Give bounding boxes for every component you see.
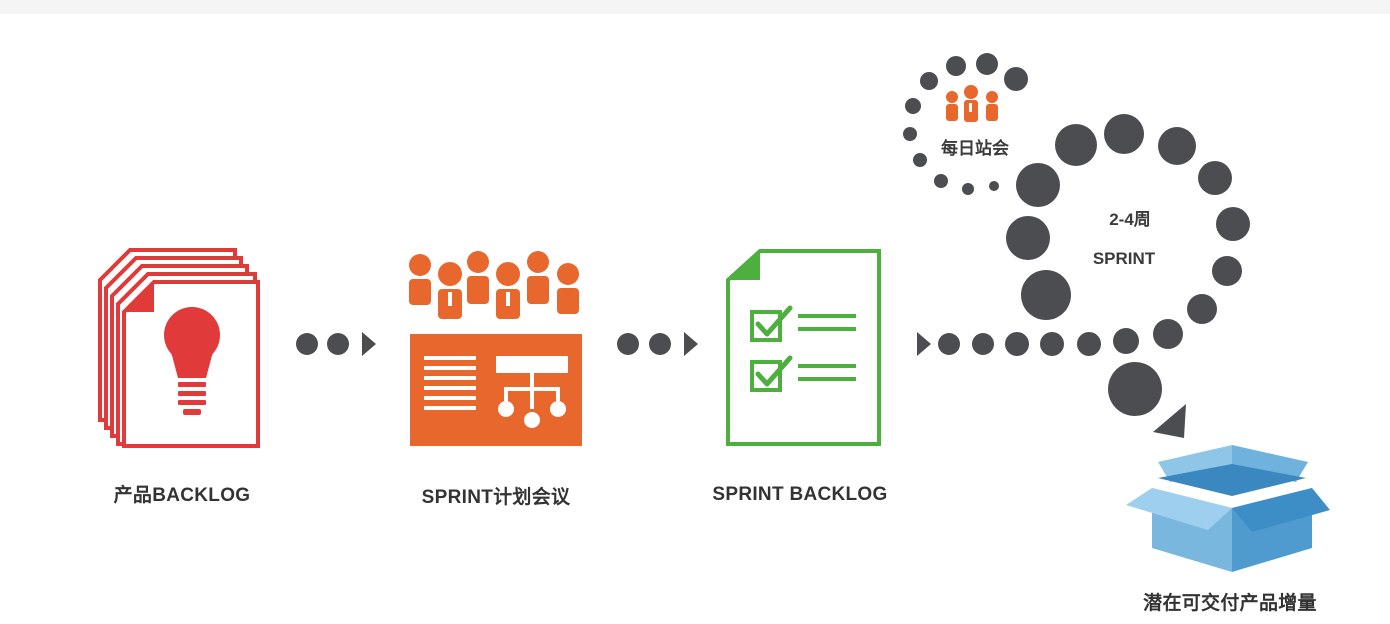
document-stack-lightbulb-icon [98, 248, 260, 448]
sprint-label: SPRINT [1092, 249, 1156, 268]
sprint-backlog-label: SPRINT BACKLOG [712, 484, 888, 505]
sprint-planning-label: SPRINT计划会议 [421, 487, 571, 508]
arrow-connector-1 [296, 332, 376, 356]
increment-label: 潜在可交付产品增量 [1143, 593, 1317, 614]
daily-standup-loop-dots [903, 53, 1028, 195]
arrow-connector-2 [617, 332, 698, 356]
team-meeting-board-icon [409, 251, 582, 446]
sprint-duration-label: 2-4周 [1109, 210, 1151, 229]
top-strip [0, 0, 1390, 14]
product-backlog-label: 产品BACKLOG [113, 485, 251, 506]
checklist-document-icon [726, 249, 881, 446]
sprint-loop-dots [917, 114, 1250, 438]
daily-standup-label: 每日站会 [941, 139, 1009, 158]
team-people-icon [946, 85, 998, 122]
open-box-icon [1126, 445, 1330, 572]
